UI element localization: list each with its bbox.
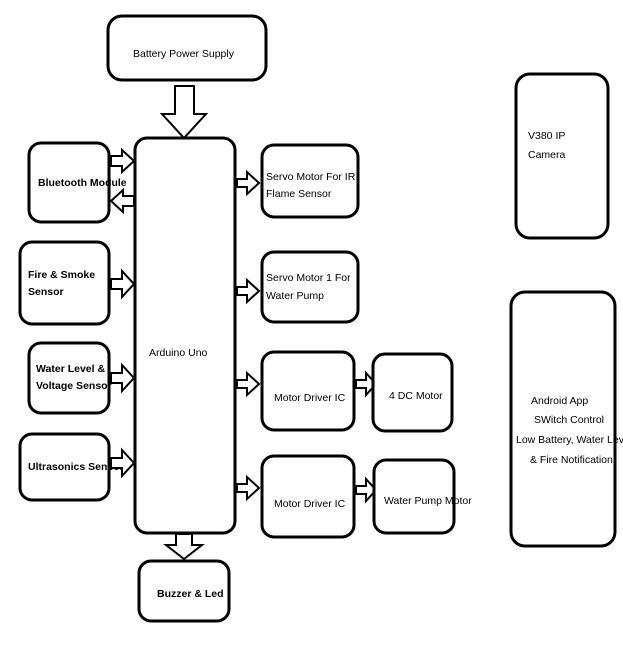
arrow-arduino-to-buzzer xyxy=(163,533,205,561)
dc-motor-block xyxy=(371,352,454,433)
motor-driver-ic-1-label: Motor Driver IC xyxy=(274,392,346,404)
fire-smoke-sensor-block xyxy=(18,240,111,326)
arrow-water-level-to-arduino xyxy=(110,362,136,394)
arrow-battery-to-arduino xyxy=(159,85,209,140)
v380-ip-camera-label-line1: V380 IP xyxy=(528,130,565,142)
android-app-block xyxy=(509,290,617,548)
buzzer-led-label: Buzzer & Led xyxy=(157,588,224,600)
bluetooth-module-block xyxy=(27,141,111,224)
motor-driver-ic-2-block xyxy=(260,454,356,539)
android-app-label-line3: Low Battery, Water Level xyxy=(516,434,623,446)
arrow-motor-driver-2-to-pump-motor xyxy=(355,476,378,504)
battery-power-supply-label: Battery Power Supply xyxy=(133,48,235,60)
water-pump-motor-block xyxy=(372,458,456,535)
arrow-motor-driver-1-to-dc-motor xyxy=(355,370,378,398)
android-app-label-line2: SWitch Control xyxy=(534,414,604,426)
water-pump-motor-label: Water Pump Motor xyxy=(384,495,472,507)
arrow-fire-smoke-to-arduino xyxy=(110,268,136,300)
servo-motor-water-pump-block xyxy=(260,250,360,324)
water-level-voltage-sensor-label-line2: Voltage Sensor xyxy=(36,380,112,392)
arrow-arduino-to-bluetooth xyxy=(109,187,135,215)
servo-motor-water-pump-label-line2: Water Pump xyxy=(266,290,324,302)
servo-motor-ir-flame-label-line1: Servo Motor For IR xyxy=(266,171,356,183)
android-app-label-line1: Android App xyxy=(531,395,588,407)
ultrasonic-sensor-label: Ultrasonics Sensor xyxy=(28,461,124,473)
motor-driver-ic-1-block xyxy=(260,350,356,432)
arrow-arduino-to-motor-driver-2 xyxy=(236,474,261,502)
servo-motor-ir-flame-block xyxy=(260,143,360,219)
bluetooth-module-label: Bluetooth Module xyxy=(38,177,127,189)
ultrasonic-sensor-block xyxy=(18,432,111,502)
arrow-arduino-to-servo-pump xyxy=(236,277,261,305)
battery-power-supply-block xyxy=(106,14,268,82)
water-level-voltage-sensor-block xyxy=(27,341,111,415)
dc-motor-label: 4 DC Motor xyxy=(389,390,443,402)
arduino-uno-block xyxy=(133,136,237,535)
servo-motor-water-pump-label-line1: Servo Motor 1 For xyxy=(266,272,351,284)
servo-motor-ir-flame-label-line2: Flame Sensor xyxy=(266,188,332,200)
arrow-arduino-to-servo-ir xyxy=(236,169,261,197)
arrow-bluetooth-to-arduino xyxy=(110,147,136,175)
android-app-label-line4: & Fire Notification xyxy=(530,454,613,466)
buzzer-led-block xyxy=(137,559,231,623)
water-level-voltage-sensor-label-line1: Water Level & xyxy=(36,363,105,375)
arrow-ultrasonic-to-arduino xyxy=(110,447,136,479)
arrow-arduino-to-motor-driver-1 xyxy=(236,370,261,398)
motor-driver-ic-2-label: Motor Driver IC xyxy=(274,498,346,510)
v380-ip-camera-label-line2: Camera xyxy=(528,149,566,161)
v380-ip-camera-block xyxy=(514,72,610,240)
arduino-uno-label: Arduino Uno xyxy=(149,347,208,359)
fire-smoke-sensor-label-line2: Sensor xyxy=(28,286,64,298)
fire-smoke-sensor-label-line1: Fire & Smoke xyxy=(28,269,95,281)
